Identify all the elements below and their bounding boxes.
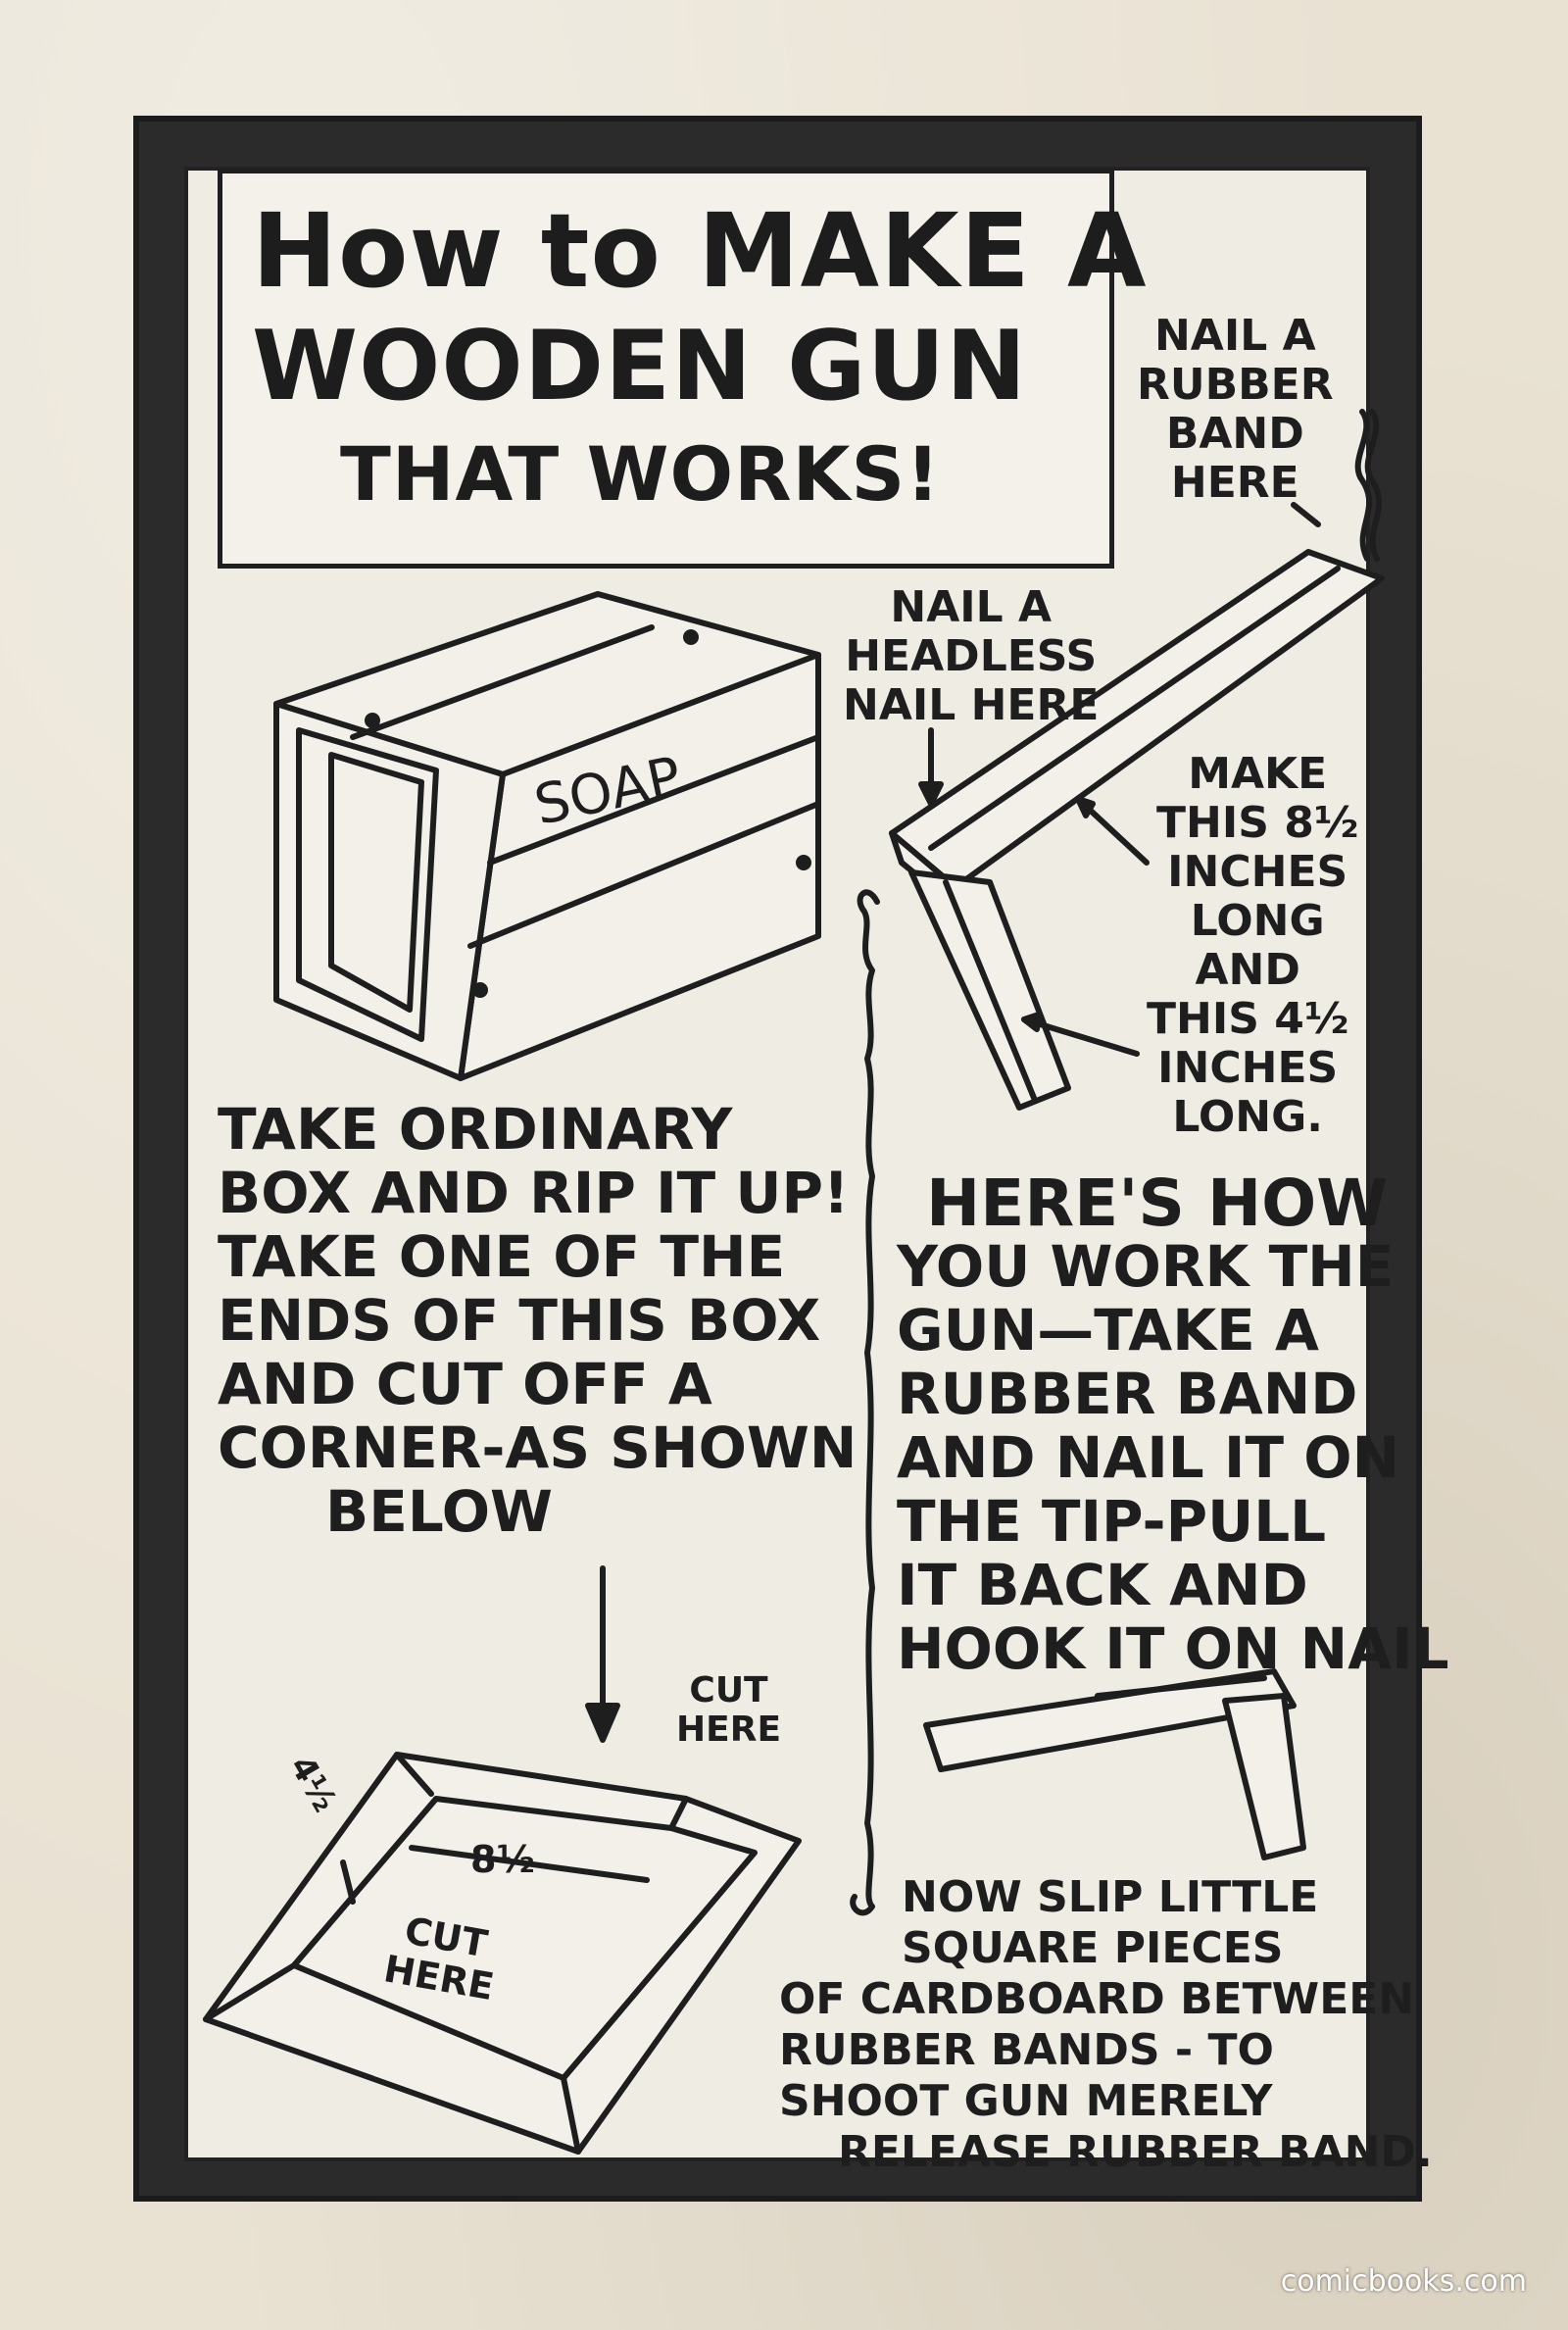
gun-drawing (889, 409, 1385, 1111)
soap-box-drawing (273, 591, 821, 1081)
watermark: comicbooks.com (1280, 2264, 1527, 2299)
small-gun-drawing (923, 1668, 1306, 1860)
divider-squiggle (850, 889, 880, 1916)
note-cut-here-top: CUT HERE (676, 1670, 782, 1750)
note-cut-here-bottom: CUT HERE (380, 1909, 498, 2009)
note-headless-nail: NAIL A HEADLESS NAIL HERE (843, 582, 1100, 730)
note-rubber-band: NAIL A RUBBER BAND HERE (1137, 311, 1334, 508)
note-make-long: MAKE THIS 8½ INCHES LONG (1156, 749, 1359, 946)
instructions-left: TAKE ORDINARY BOX AND RIP IT UP! TAKE ON… (218, 1096, 858, 1545)
instructions-right: HERE'S HOW YOU WORK THE GUN—TAKE A RUBBE… (897, 1165, 1449, 1682)
note-and-short: AND THIS 4½ INCHES LONG. (1147, 945, 1349, 1142)
frame-cut-drawing (203, 1752, 802, 2155)
title-box: How to MAKE A WOODEN GUN THAT WORKS! (218, 169, 1146, 569)
dimension-long: 8½ (470, 1838, 535, 1881)
title-line-2: WOODEN GUN (252, 311, 1028, 422)
final-note: NOW SLIP LITTLE SQUARE PIECES OF CARDBOA… (779, 1872, 1433, 2177)
title-line-3: THAT WORKS! (340, 430, 941, 518)
title-line-1: How to MAKE A (252, 191, 1148, 311)
